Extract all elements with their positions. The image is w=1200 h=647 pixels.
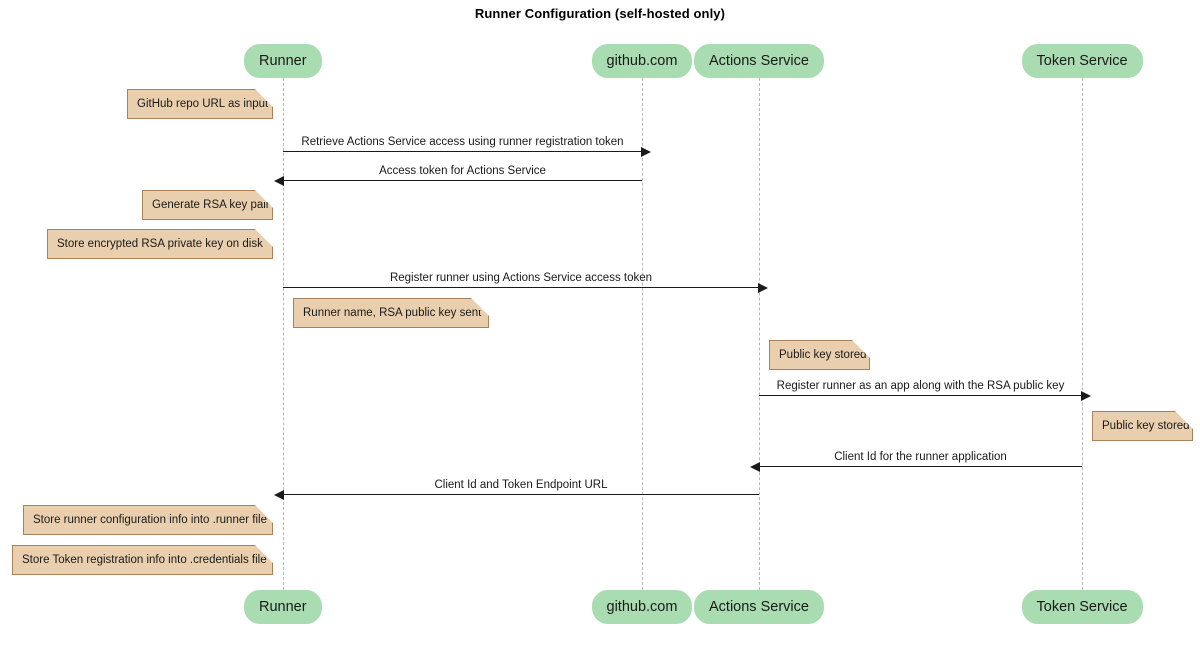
note-n2: Generate RSA key pair — [142, 190, 273, 220]
lifeline-actions — [759, 78, 760, 590]
note-text: Runner name, RSA public key sent — [303, 307, 482, 319]
note-text: Public key stored — [1102, 420, 1190, 432]
note-n3: Store encrypted RSA private key on disk — [47, 229, 273, 259]
message-label: Client Id for the runner application — [834, 451, 1007, 463]
arrow-head-icon — [1081, 391, 1091, 401]
participant-label: Actions Service — [709, 599, 809, 615]
message-m2: Access token for Actions Service — [274, 165, 642, 186]
participant-label: github.com — [606, 53, 678, 69]
participant-label: Token Service — [1036, 599, 1128, 615]
arrow-head-icon — [641, 147, 651, 157]
arrow-head-icon — [274, 176, 284, 186]
note-text: Public key stored — [779, 349, 867, 361]
note-n7: Store runner configuration info into .ru… — [23, 505, 273, 535]
message-label: Client Id and Token Endpoint URL — [434, 479, 608, 491]
note-n6: Public key stored — [1092, 411, 1193, 441]
participant-token-top[interactable]: Token Service — [1021, 44, 1143, 78]
participant-runner-top[interactable]: Runner — [244, 44, 322, 78]
message-label: Access token for Actions Service — [379, 165, 546, 177]
participant-token-bottom[interactable]: Token Service — [1021, 590, 1143, 624]
participant-runner-bottom[interactable]: Runner — [244, 590, 322, 624]
note-n5: Public key stored — [769, 340, 870, 370]
participant-label: Token Service — [1036, 53, 1128, 69]
note-n8: Store Token registration info into .cred… — [12, 545, 273, 575]
note-n1: GitHub repo URL as input — [127, 89, 273, 119]
participant-github-bottom[interactable]: github.com — [591, 590, 693, 624]
lifeline-runner — [283, 78, 284, 590]
note-text: Store runner configuration info into .ru… — [33, 514, 267, 526]
message-m5: Client Id for the runner application — [750, 451, 1082, 472]
lifeline-github — [642, 78, 643, 590]
message-label: Retrieve Actions Service access using ru… — [301, 136, 624, 148]
participant-label: github.com — [606, 599, 678, 615]
message-m4: Register runner as an app along with the… — [759, 380, 1091, 401]
message-m1: Retrieve Actions Service access using ru… — [283, 136, 651, 157]
participant-actions-top[interactable]: Actions Service — [694, 44, 824, 78]
page-title: Runner Configuration (self-hosted only) — [474, 6, 726, 21]
message-m3: Register runner using Actions Service ac… — [283, 272, 768, 293]
participant-github-top[interactable]: github.com — [591, 44, 693, 78]
arrow-head-icon — [758, 283, 768, 293]
participant-actions-bottom[interactable]: Actions Service — [694, 590, 824, 624]
participant-label: Actions Service — [709, 53, 809, 69]
arrow-head-icon — [274, 490, 284, 500]
note-text: GitHub repo URL as input — [137, 98, 269, 110]
note-text: Store encrypted RSA private key on disk — [57, 238, 263, 250]
participant-label: Runner — [259, 599, 307, 615]
message-m6: Client Id and Token Endpoint URL — [274, 479, 759, 500]
lifeline-token — [1082, 78, 1083, 590]
participant-label: Runner — [259, 53, 307, 69]
message-label: Register runner as an app along with the… — [776, 380, 1065, 392]
note-text: Generate RSA key pair — [152, 199, 270, 211]
note-text: Store Token registration info into .cred… — [22, 554, 267, 566]
arrow-head-icon — [750, 462, 760, 472]
message-label: Register runner using Actions Service ac… — [389, 272, 653, 284]
note-n4: Runner name, RSA public key sent — [293, 298, 489, 328]
